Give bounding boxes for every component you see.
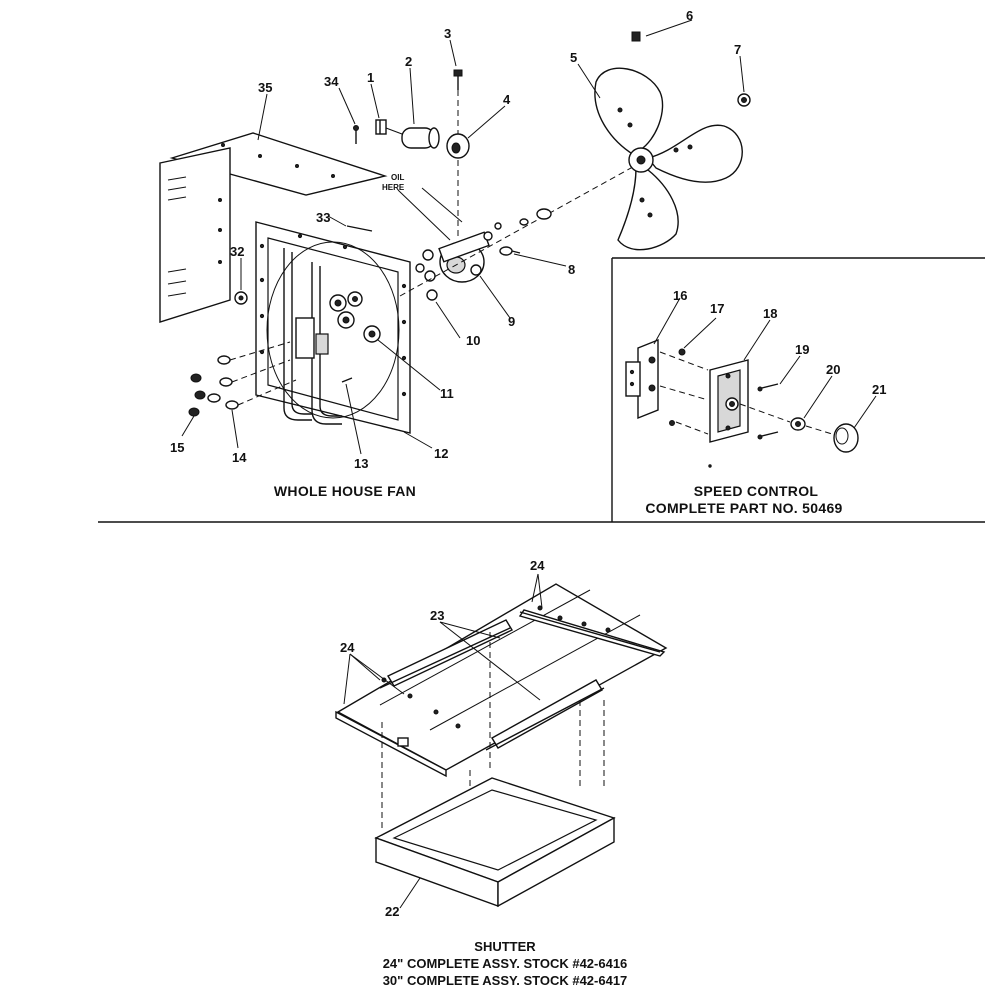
part-20-shaft-nut (790, 417, 806, 431)
part-1-clip (375, 119, 387, 135)
callout-5: 5 (570, 50, 577, 65)
callout-19: 19 (795, 342, 809, 357)
oil-here-note-line1: OIL (391, 173, 404, 182)
callout-17: 17 (710, 301, 724, 316)
part-35-panel (159, 132, 388, 323)
callout-12: 12 (434, 446, 448, 461)
part-33-screw (346, 225, 373, 232)
part-22-shutter-frame (374, 777, 616, 908)
callout-9: 9 (508, 314, 515, 329)
part-10-washers (415, 249, 438, 301)
callout-32: 32 (230, 244, 244, 259)
part-34-screw (353, 125, 359, 144)
part-17-screw (678, 348, 686, 356)
callout-21: 21 (872, 382, 886, 397)
shutter-drawing (335, 583, 668, 908)
callout-15: 15 (170, 440, 184, 455)
oil-here-note-line2: HERE (382, 183, 405, 192)
callout-10: 10 (466, 333, 480, 348)
shaft-axis (399, 162, 641, 297)
callout-20: 20 (826, 362, 840, 377)
part-32-washer (234, 291, 248, 305)
callout-22: 22 (385, 904, 399, 919)
leader-lines (181, 19, 877, 909)
shutter-24-stock: 24" COMPLETE ASSY. STOCK #42-6416 (383, 956, 628, 971)
callout-24-top: 24 (530, 558, 545, 573)
part-16-bracket (625, 338, 659, 420)
part-4-oil-cup (446, 133, 470, 159)
callout-numbers: 1 2 3 4 5 6 7 8 9 10 11 12 13 14 15 16 1… (170, 8, 886, 919)
callout-35: 35 (258, 80, 272, 95)
callout-3: 3 (444, 26, 451, 41)
part-3-screw (453, 69, 463, 240)
part-5-fan-blade (594, 67, 743, 251)
part-19-screws (757, 383, 779, 440)
shutter-30-stock: 30" COMPLETE ASSY. STOCK #42-6417 (383, 973, 628, 988)
callout-23: 23 (430, 608, 444, 623)
part-14-15-hardware (188, 341, 297, 417)
whole-house-fan-caption: WHOLE HOUSE FAN (274, 483, 416, 499)
callout-34: 34 (324, 74, 339, 89)
callout-4: 4 (503, 92, 511, 107)
speed-control-drawing (625, 338, 859, 468)
speed-control-part-number: COMPLETE PART NO. 50469 (645, 500, 842, 516)
callout-16: 16 (673, 288, 687, 303)
callout-18: 18 (763, 306, 777, 321)
part-6-nut (631, 31, 641, 42)
part-11-bushings (329, 291, 381, 343)
shaft-collar (536, 208, 552, 220)
shutter-caption: SHUTTER (474, 939, 536, 954)
part-21-knob (833, 423, 859, 453)
part-2-capacitor (385, 127, 440, 149)
callout-33: 33 (316, 210, 330, 225)
callout-1: 1 (367, 70, 374, 85)
speed-control-caption: SPEED CONTROL (694, 483, 819, 499)
part-13-screw (341, 377, 353, 383)
callout-7: 7 (734, 42, 741, 57)
callout-6: 6 (686, 8, 693, 23)
part-18-control-body (709, 359, 749, 443)
callout-13: 13 (354, 456, 368, 471)
whole-house-fan-drawing (159, 31, 751, 434)
part-8-screw (499, 246, 521, 256)
callout-8: 8 (568, 262, 575, 277)
part-12-frame (255, 221, 411, 434)
callout-14: 14 (232, 450, 247, 465)
callout-24-left: 24 (340, 640, 355, 655)
part-7-nut (737, 93, 751, 107)
part-9-motor (438, 222, 502, 283)
shutter-louver-assembly (335, 583, 668, 778)
callout-2: 2 (405, 54, 412, 69)
callout-11: 11 (440, 386, 454, 401)
